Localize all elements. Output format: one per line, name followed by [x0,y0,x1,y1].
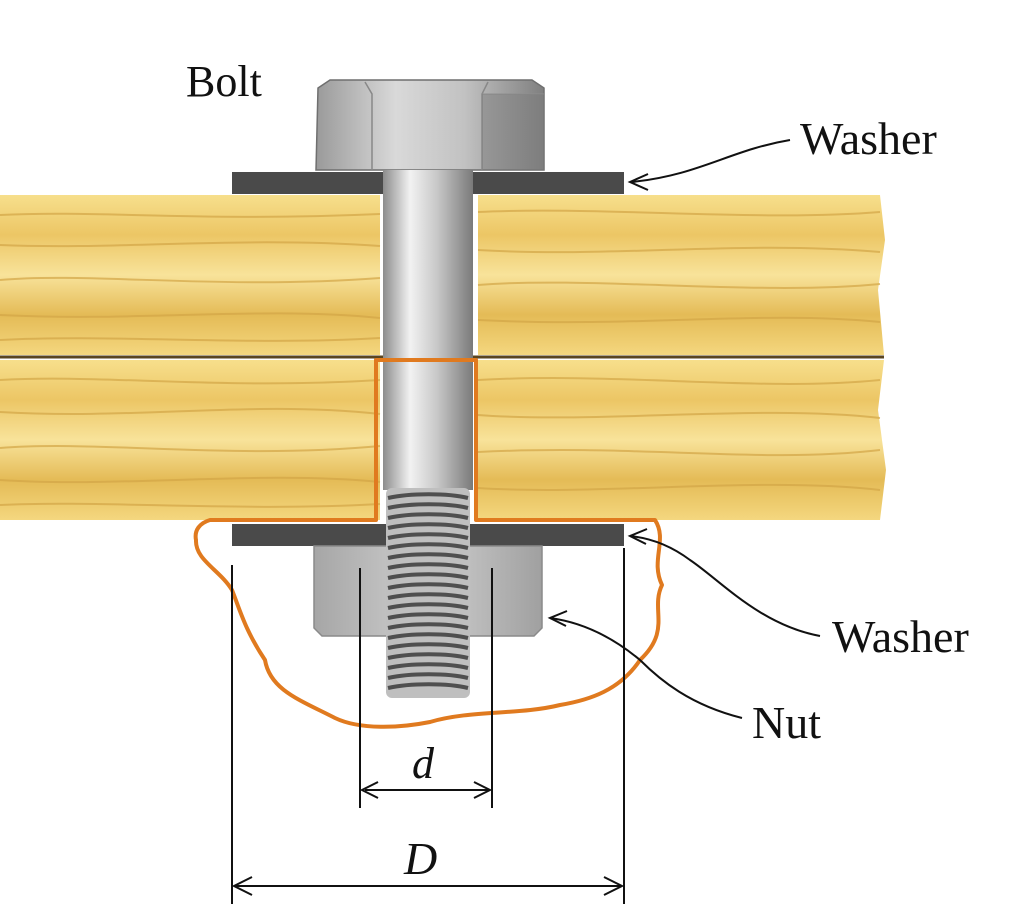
thread-ridge [387,562,469,570]
thread-ridge [387,502,469,510]
leader-washer-bottom [629,535,821,637]
thread-ridge [387,612,469,620]
leader-washer-top [631,139,791,183]
bolt-head [315,79,545,171]
thread-ridge [387,492,469,500]
thread-ridge [387,542,469,550]
thread-ridge [387,552,469,560]
free-body-outline [193,358,664,729]
wood-plank-bottom [0,360,886,520]
washer-bottom-label: Washer [832,611,969,662]
dimension-d-label: d [412,739,435,788]
bolt-threads [386,488,470,698]
bolt-label: Bolt [186,57,262,106]
thread-ridge [387,642,469,650]
thread-ridge [387,672,469,680]
dimension-D [231,548,625,904]
thread-ridge [387,532,469,540]
dimension-d [359,568,493,808]
thread-ridge [387,602,469,610]
nut-label: Nut [752,697,821,748]
washer-top-label: Washer [800,113,937,164]
thread-ridge [387,522,469,530]
thread-ridge [387,572,469,580]
wood-plank-top [0,195,885,355]
thread-ridge [387,652,469,660]
thread-ridge [387,662,469,670]
thread-ridge [387,632,469,640]
thread-ridge [387,582,469,590]
thread-ridge [387,592,469,600]
leader-nut [549,617,743,719]
thread-ridge [387,622,469,630]
dimension-D-label: D [403,833,437,884]
thread-ridge [387,682,469,690]
bolt-shank [383,170,473,490]
thread-ridge [387,512,469,520]
leader-lines [547,139,821,719]
